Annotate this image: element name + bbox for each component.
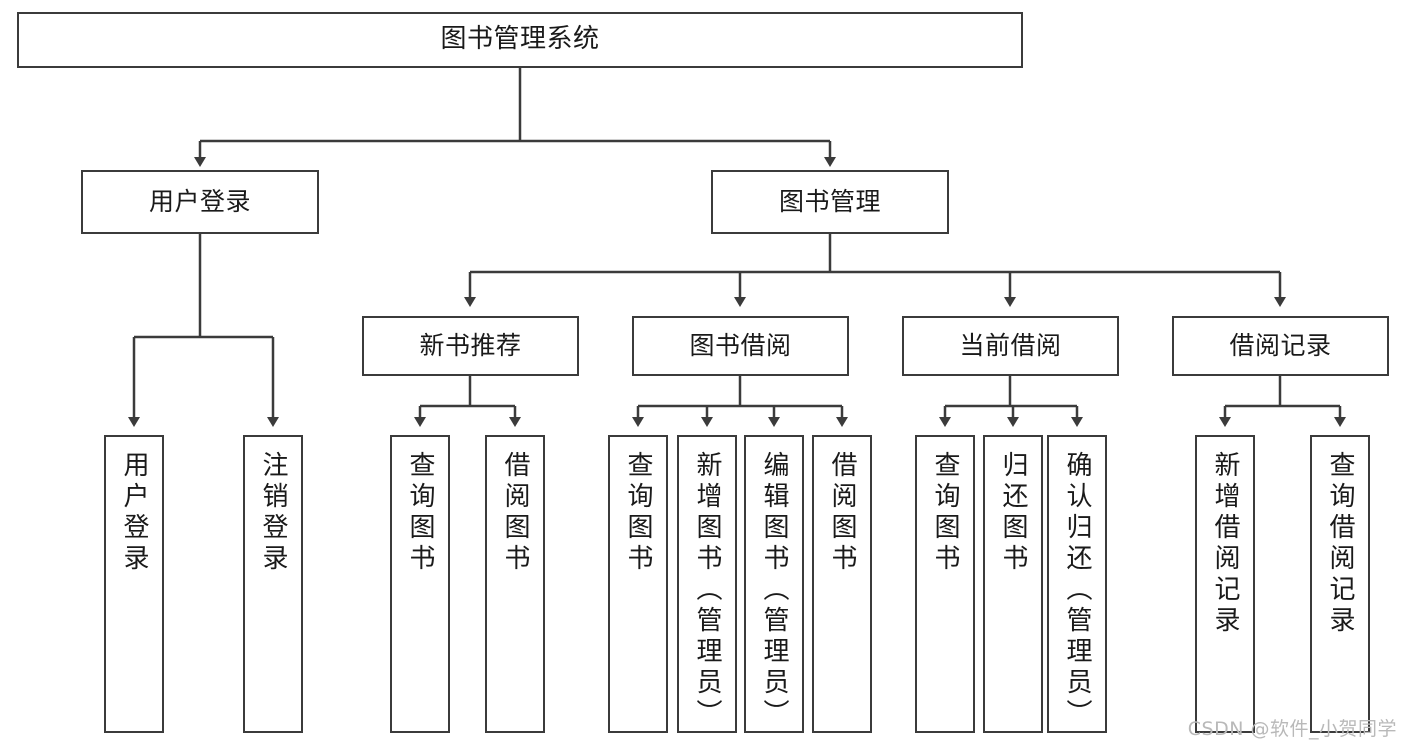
node-leaf-query-book-3[interactable]: 查询图书 [915, 435, 975, 733]
node-leaf-user-login-label: 用户登录 [119, 451, 149, 575]
node-leaf-query-book-1-label: 查询图书 [405, 451, 435, 575]
node-leaf-edit-book-label: 编辑图书（管理员） [759, 451, 789, 730]
node-leaf-borrow-book-2-label: 借阅图书 [827, 451, 857, 575]
node-book-borrow[interactable]: 图书借阅 [632, 316, 849, 376]
node-leaf-add-book-label: 新增图书（管理员） [692, 451, 722, 730]
node-new-book-rec[interactable]: 新书推荐 [362, 316, 579, 376]
node-root[interactable]: 图书管理系统 [17, 12, 1023, 68]
node-user-login-label: 用户登录 [148, 186, 251, 216]
node-leaf-confirm-return-label: 确认归还（管理员） [1062, 451, 1092, 730]
node-leaf-confirm-return[interactable]: 确认归还（管理员） [1047, 435, 1107, 733]
node-leaf-return-book-label: 归还图书 [998, 451, 1028, 575]
node-leaf-borrow-book-1[interactable]: 借阅图书 [485, 435, 545, 733]
node-borrow-record-label: 借阅记录 [1229, 330, 1332, 360]
node-user-login[interactable]: 用户登录 [81, 170, 319, 234]
node-leaf-borrow-book-2[interactable]: 借阅图书 [812, 435, 872, 733]
node-leaf-edit-book[interactable]: 编辑图书（管理员） [744, 435, 804, 733]
node-root-label: 图书管理系统 [440, 24, 600, 55]
node-leaf-query-book-3-label: 查询图书 [930, 451, 960, 575]
node-leaf-query-book-2-label: 查询图书 [623, 451, 653, 575]
node-leaf-query-record[interactable]: 查询借阅记录 [1310, 435, 1370, 733]
node-leaf-add-record-label: 新增借阅记录 [1210, 451, 1240, 637]
node-book-borrow-label: 图书借阅 [689, 330, 792, 360]
node-current-borrow-label: 当前借阅 [959, 330, 1062, 360]
node-leaf-add-record[interactable]: 新增借阅记录 [1195, 435, 1255, 733]
node-book-manage[interactable]: 图书管理 [711, 170, 949, 234]
node-leaf-query-book-2[interactable]: 查询图书 [608, 435, 668, 733]
node-book-manage-label: 图书管理 [778, 186, 881, 216]
node-leaf-add-book[interactable]: 新增图书（管理员） [677, 435, 737, 733]
node-leaf-user-login[interactable]: 用户登录 [104, 435, 164, 733]
node-leaf-query-book-1[interactable]: 查询图书 [390, 435, 450, 733]
node-leaf-return-book[interactable]: 归还图书 [983, 435, 1043, 733]
watermark: CSDN @软件_小贺同学 [1187, 718, 1397, 740]
node-current-borrow[interactable]: 当前借阅 [902, 316, 1119, 376]
node-new-book-rec-label: 新书推荐 [419, 330, 522, 360]
node-leaf-borrow-book-1-label: 借阅图书 [500, 451, 530, 575]
node-leaf-logout[interactable]: 注销登录 [243, 435, 303, 733]
node-borrow-record[interactable]: 借阅记录 [1172, 316, 1389, 376]
node-leaf-logout-label: 注销登录 [258, 451, 288, 575]
node-leaf-query-record-label: 查询借阅记录 [1325, 451, 1355, 637]
